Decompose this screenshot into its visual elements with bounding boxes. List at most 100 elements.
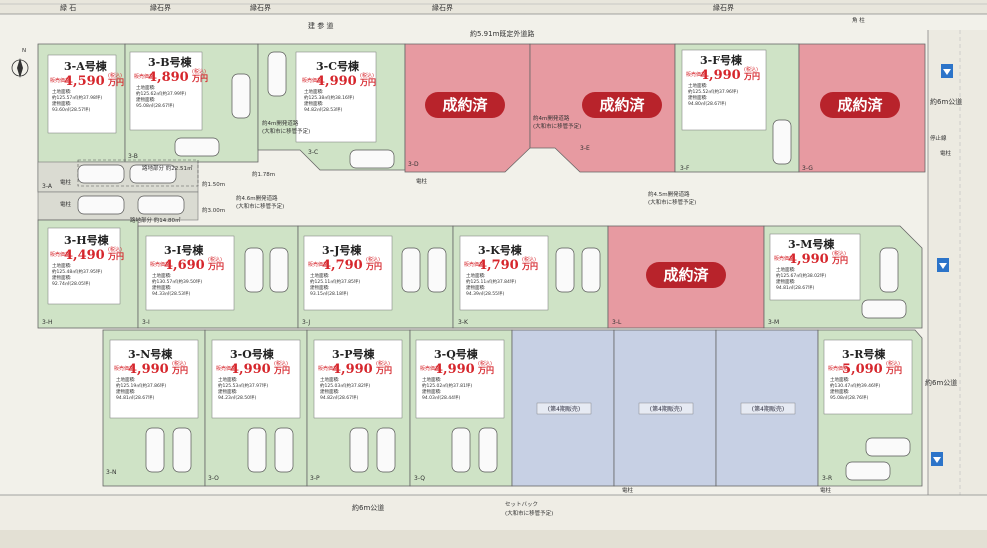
land-label-3-q: 土地面積: [422,376,442,383]
driveway-area-2: 路地部分 約14.80㎡ [130,216,181,224]
driveway-area-1: 路地部分 約22.51㎡ [142,164,193,172]
build-label-3-h: 建物面積: [52,274,72,281]
tax-3-p: (税込) [376,360,390,367]
tax-3-b: (税込) [192,68,206,75]
dimension-1-78: 約1.78m [252,170,275,178]
lot-code-3-n: 3-N [106,469,116,476]
land-value-3-a: 約125.57㎡(約37.98坪) [52,94,102,101]
price-unit-3-k: 万円 [521,262,538,271]
price-3-c: 4,990 [316,74,357,89]
bottom-road-label: 約6m公道 [352,503,384,512]
svg-text:(第4期販売): (第4期販売) [752,405,785,413]
lot-title-3-i: 3-I号棟 [164,243,204,257]
private-road-right-note: (大和市に移管予定) [648,198,696,206]
land-value-3-j: 約125.11㎡(約37.85坪) [310,278,360,285]
top-curb-label-3: 縁石界 [250,3,271,12]
price-3-n: 4,990 [128,362,169,377]
build-label-3-m: 建物面積: [776,278,796,285]
price-unit-3-o: 万円 [273,366,290,375]
top-road-label: 建 参 道 [308,21,333,30]
right-public-road [928,30,987,520]
sold-badge-3-e: 成約済 [582,92,662,118]
build-label-3-p: 建物面積: [320,388,340,395]
build-value-3-p: 94.82㎡(28.67坪) [320,394,359,401]
price-unit-3-j: 万円 [365,262,382,271]
price-3-m: 4,990 [788,252,829,267]
lot-code-3-r: 3-R [822,475,832,482]
price-3-i: 4,690 [164,258,205,273]
private-road-left: 約4.6m開発道路 [236,194,278,202]
build-label-3-b: 建物面積: [136,96,156,103]
svg-text:成約済: 成約済 [599,96,645,114]
price-label-3-k: 販売価格 [464,261,484,268]
land-value-3-h: 約125.48㎡(約37.95坪) [52,268,102,275]
price-3-k: 4,790 [478,258,519,273]
price-label-3-o: 販売価格 [216,365,236,372]
tax-3-m: (税込) [832,250,846,257]
land-label-3-a: 土地面積: [52,88,72,95]
private-road-top: 約4m開発道路 [262,119,299,127]
land-label-3-j: 土地面積: [310,272,330,279]
land-label-3-o: 土地面積: [218,376,238,383]
price-unit-3-q: 万円 [477,366,494,375]
svg-text:成約済: 成約済 [663,266,709,284]
price-label-3-p: 販売価格 [318,365,338,372]
private-road-center-note: (大和市に移管予定) [533,122,581,130]
top-curb-label-2: 縁石界 [150,3,171,12]
build-label-3-c: 建物面積: [304,100,324,107]
price-unit-3-n: 万円 [171,366,188,375]
sold-badge-3-g: 成約済 [820,92,900,118]
build-label-3-r: 建物面積: [830,388,850,395]
private-road-left-note: (大和市に移管予定) [236,202,284,210]
lot-code-3-p: 3-P [310,475,320,482]
build-label-3-j: 建物面積: [310,284,330,291]
build-value-3-o: 94.23㎡(28.50坪) [218,394,257,401]
land-label-3-m: 土地面積: [776,266,796,273]
price-unit-3-p: 万円 [375,366,392,375]
land-label-3-r: 土地面積: [830,376,850,383]
build-value-3-b: 95.08㎡(28.67坪) [136,102,175,109]
price-3-o: 4,990 [230,362,271,377]
price-label-3-m: 販売価格 [774,255,794,262]
price-unit-3-r: 万円 [885,366,902,375]
land-value-3-q: 約125.02㎡(約37.81坪) [422,382,472,389]
build-label-3-q: 建物面積: [422,388,442,395]
price-label-3-n: 販売価格 [114,365,134,372]
pole-label-3: 電柱 [622,486,634,494]
build-label-3-o: 建物面積: [218,388,238,395]
lot-title-3-o: 3-O号棟 [230,347,275,361]
lot-title-3-h: 3-H号棟 [64,233,110,247]
build-value-3-m: 94.81㎡(28.67坪) [776,284,815,291]
top-curb-label-5: 縁石界 [713,3,734,12]
lot-code-3-g: 3-G [802,165,813,172]
price-unit-3-c: 万円 [359,78,376,87]
lot-code-3-o: 3-O [208,475,219,482]
land-label-3-i: 土地面積: [152,272,172,279]
land-label-3-p: 土地面積: [320,376,340,383]
price-unit-3-m: 万円 [831,256,848,265]
price-3-a: 4,590 [64,74,105,89]
price-3-r: 5,090 [842,362,883,377]
lot-code-3-j: 3-J [302,319,310,326]
build-label-3-f: 建物面積: [688,94,708,101]
lot-title-3-m: 3-M号棟 [788,237,835,251]
right-road-label-top: 約6m公道 [930,97,962,106]
price-label-3-r: 販売価格 [828,365,848,372]
right-road-label-bottom: 約6m公道 [925,378,957,387]
private-road-right: 約4.5m開発道路 [648,190,690,198]
lot-code-3-b: 3-B [128,153,138,160]
land-value-3-b: 約125.62㎡(約37.99坪) [136,90,186,97]
build-label-3-n: 建物面積: [116,388,136,395]
price-label-3-a: 販売価格 [50,77,70,84]
lot-code-3-k: 3-K [458,319,469,326]
svg-text:(第4期販売): (第4期販売) [650,405,683,413]
lot-code-3-h: 3-H [42,319,53,326]
tax-3-a: (税込) [108,72,122,79]
pole-label-6: 電柱 [60,178,72,186]
private-road-center: 約4m開発道路 [533,114,570,122]
price-unit-3-h: 万円 [107,252,124,261]
svg-text:成約済: 成約済 [837,96,883,114]
price-label-3-c: 販売価格 [302,77,322,84]
price-label-3-f: 販売価格 [686,71,706,78]
